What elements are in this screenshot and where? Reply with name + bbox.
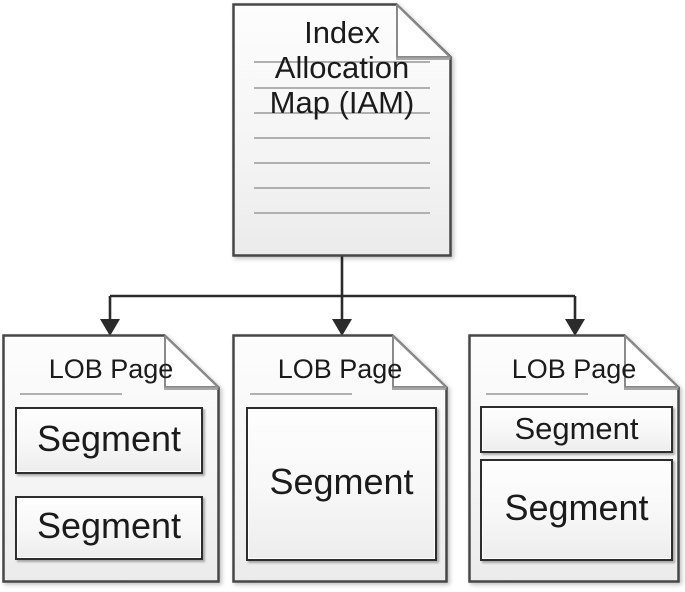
lob-page-title: LOB Page bbox=[277, 354, 403, 384]
ruled-lines bbox=[254, 61, 430, 214]
segment-box: Segment bbox=[15, 496, 203, 560]
page-outline bbox=[232, 3, 452, 257]
iam-title-line: Allocation bbox=[274, 50, 410, 85]
iam-title-line: Index bbox=[304, 15, 380, 50]
lob-page-2: LOB Page Segment bbox=[232, 334, 448, 583]
arrowhead-middle bbox=[332, 319, 352, 336]
iam-title-line: Map (IAM) bbox=[269, 85, 415, 120]
lob-page-1: LOB Page Segment Segment bbox=[2, 334, 220, 583]
iam-document: Index Allocation Map (IAM) bbox=[232, 3, 452, 257]
segment-label: Segment bbox=[514, 410, 639, 446]
segment-box: Segment bbox=[15, 407, 203, 474]
connector-lines bbox=[108, 253, 577, 320]
segment-box: Segment bbox=[480, 406, 673, 453]
iam-title: Index Allocation Map (IAM) bbox=[232, 15, 452, 120]
arrowhead-left bbox=[100, 319, 120, 336]
segment-box: Segment bbox=[480, 459, 673, 561]
segment-box: Segment bbox=[246, 407, 437, 561]
segment-label: Segment bbox=[36, 505, 182, 546]
arrowhead-right bbox=[565, 319, 585, 336]
segment-label: Segment bbox=[269, 461, 414, 502]
segment-label: Segment bbox=[504, 487, 649, 528]
iam-page-shape bbox=[232, 3, 452, 257]
lob-page-3: LOB Page Segment Segment bbox=[468, 334, 680, 583]
lob-page-title: LOB Page bbox=[48, 354, 174, 384]
lob-page-title: LOB Page bbox=[511, 354, 637, 384]
segment-label: Segment bbox=[36, 417, 182, 459]
